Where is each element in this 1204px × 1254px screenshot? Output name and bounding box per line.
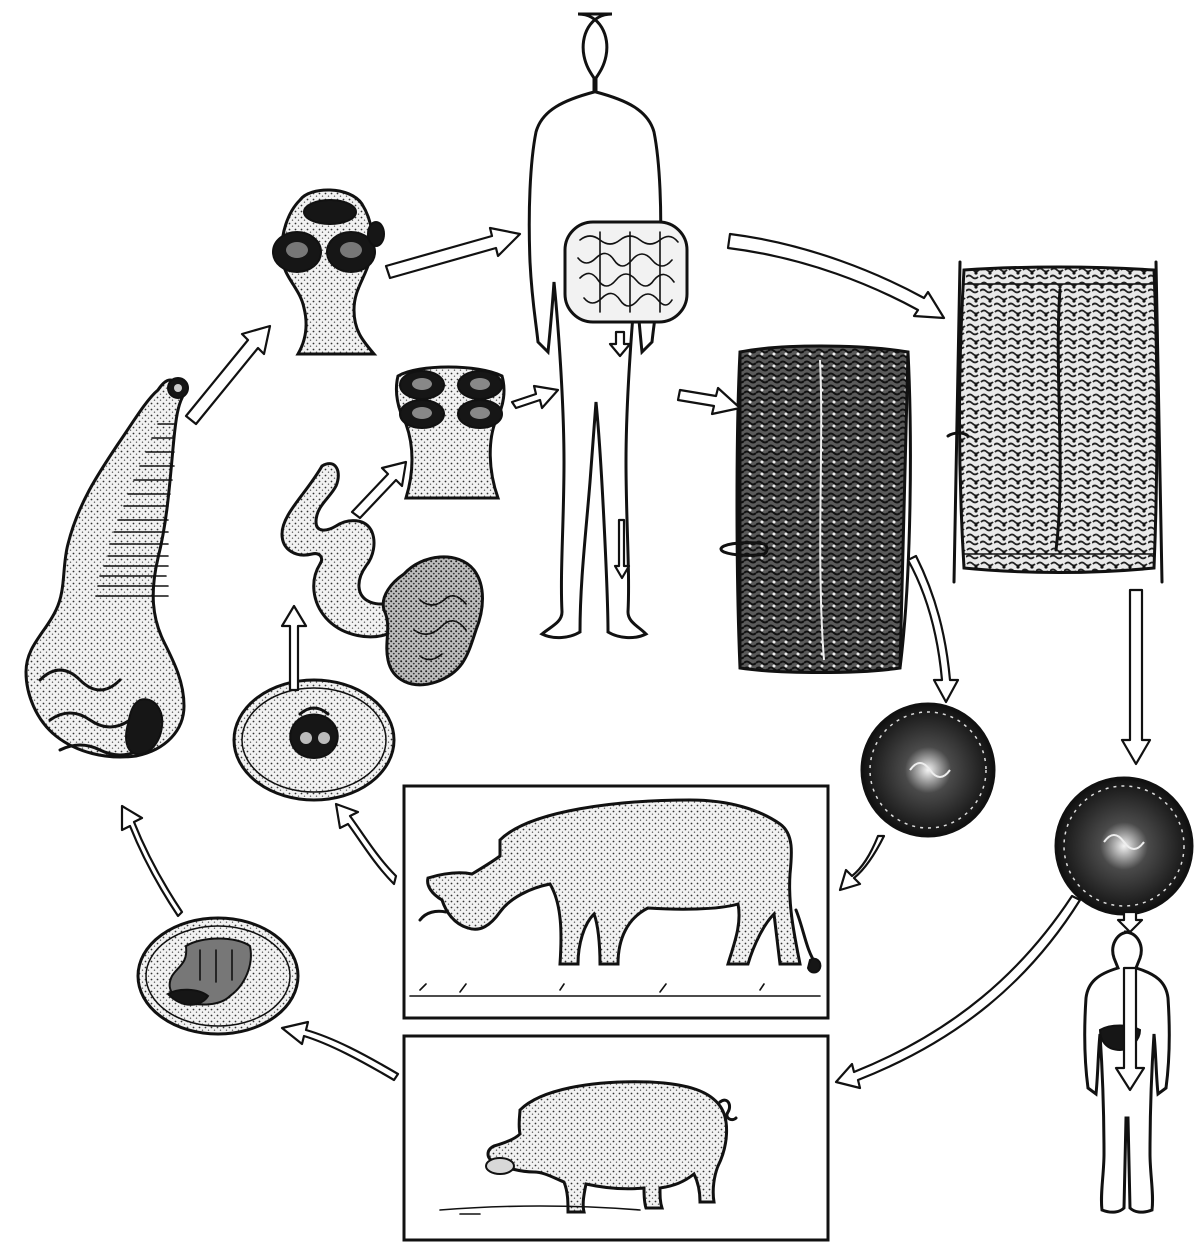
scolex-large: [273, 190, 384, 354]
human-host-figure: [529, 14, 687, 638]
infected-muscle-tissue-2: [948, 262, 1162, 582]
arrow-pig-to-cyst: [282, 1022, 398, 1080]
arrow-cyst-to-tapeworm: [122, 806, 182, 916]
human-figure-small: [1085, 912, 1170, 1212]
arrow-human-to-muscle-1: [678, 388, 740, 414]
cyst-oval-upper: [234, 680, 394, 800]
intestine-illustration: [565, 222, 687, 322]
cattle-panel: [404, 786, 828, 1018]
arrow-evaginated-to-scolex: [352, 462, 406, 518]
cysticercus-dark-2: [1056, 778, 1192, 914]
arrow-muscle-2-to-cyst: [1122, 590, 1150, 764]
cysticercus-dark-1: [862, 704, 994, 836]
arrow-tapeworm-to-scolex: [186, 326, 270, 424]
arrow-cyst-to-pig: [836, 896, 1080, 1088]
arrow-scolex-small-to-human: [512, 386, 558, 408]
arrow-cyst-to-evaginated: [282, 606, 306, 690]
arrow-cattle-to-cyst: [336, 804, 396, 884]
arrow-human-to-muscle-2: [728, 234, 944, 318]
arrow-cyst-to-cattle: [840, 836, 884, 890]
scolex-small: [396, 367, 504, 498]
cyst-oval-lower: [138, 918, 298, 1034]
adult-tapeworm: [26, 378, 188, 757]
arrow-muscle-1-to-cyst: [908, 556, 958, 702]
infected-muscle-tissue-1: [721, 346, 910, 673]
arrow-scolex-to-human: [386, 228, 520, 278]
pig-panel: [404, 1036, 828, 1240]
